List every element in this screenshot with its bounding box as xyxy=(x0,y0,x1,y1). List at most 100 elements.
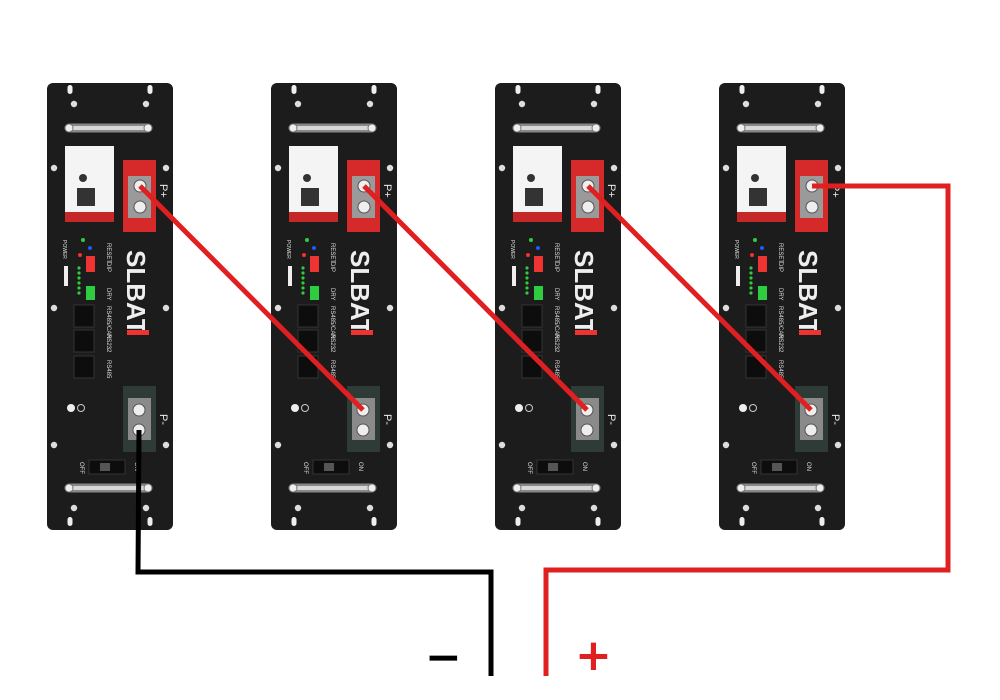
info-label xyxy=(289,146,338,222)
mount-slot xyxy=(67,85,73,94)
handle-screw xyxy=(736,483,746,493)
mount-hole xyxy=(610,164,618,172)
qr-code-icon xyxy=(301,188,319,206)
soc-led xyxy=(749,291,753,295)
mount-hole xyxy=(814,504,822,512)
label-stripe xyxy=(65,212,114,222)
handle-screw xyxy=(288,483,298,493)
brand-accent xyxy=(575,330,597,335)
main-positive-wire xyxy=(543,183,951,676)
status-led xyxy=(88,246,92,250)
soc-led xyxy=(301,281,305,285)
alarm-led xyxy=(526,253,530,257)
brand-logo: SLBAT xyxy=(121,250,151,335)
brand-logo: SLBAT xyxy=(793,250,823,335)
alarm-led xyxy=(302,253,306,257)
rs485-can-label: RS485/CAN xyxy=(553,306,559,339)
handle-screw xyxy=(591,483,601,493)
soc-led xyxy=(77,271,81,275)
ground-icon xyxy=(77,404,85,412)
negative-bolt xyxy=(580,423,594,437)
label-stripe xyxy=(289,212,338,222)
soc-led xyxy=(525,276,529,280)
dip-label: DIP xyxy=(777,262,783,272)
mount-slot xyxy=(515,517,521,526)
mount-slot xyxy=(147,517,153,526)
mount-hole xyxy=(294,504,302,512)
comm-port xyxy=(521,304,543,328)
negative-output-label: − xyxy=(425,632,462,683)
status-led xyxy=(536,246,540,250)
soc-led xyxy=(749,281,753,285)
mount-slot xyxy=(739,517,745,526)
mount-hole xyxy=(162,164,170,172)
positive-bolt xyxy=(581,200,595,214)
negative-terminal-label: P- xyxy=(829,414,841,425)
power-label: POWER xyxy=(61,240,67,259)
power-label: POWER xyxy=(509,240,515,259)
mount-hole xyxy=(162,441,170,449)
negative-bolt xyxy=(804,423,818,437)
mount-hole xyxy=(610,441,618,449)
rs485-can-label: RS485/CAN xyxy=(777,306,783,339)
logo-mark-icon xyxy=(527,174,535,182)
mount-hole xyxy=(386,164,394,172)
mount-slot xyxy=(595,85,601,94)
rs232-label: RS232 xyxy=(329,334,335,353)
mount-hole xyxy=(274,441,282,449)
ground-screw xyxy=(67,404,75,412)
soc-led xyxy=(525,281,529,285)
reset-label: RESET xyxy=(777,243,783,263)
comm-port xyxy=(297,304,319,328)
comm-port xyxy=(745,304,767,328)
label-stripe xyxy=(737,212,786,222)
status-led xyxy=(312,246,316,250)
mount-slot xyxy=(67,517,73,526)
mount-slot xyxy=(291,517,297,526)
negative-terminal-label: P- xyxy=(381,414,393,425)
dip-label: DIP xyxy=(329,262,335,272)
mount-slot xyxy=(515,85,521,94)
mount-hole xyxy=(70,100,78,108)
off-label: OFF xyxy=(78,462,84,474)
switch-toggle xyxy=(324,463,334,471)
mount-hole xyxy=(834,304,842,312)
negative-terminal-label: P- xyxy=(605,414,617,425)
ground-screw xyxy=(739,404,747,412)
ground-icon xyxy=(749,404,757,412)
negative-bolt xyxy=(356,423,370,437)
mount-hole xyxy=(590,100,598,108)
dry-label: DRY xyxy=(553,288,559,301)
mount-hole xyxy=(518,100,526,108)
mount-slot xyxy=(595,517,601,526)
soc-led xyxy=(77,291,81,295)
ground-icon xyxy=(301,404,309,412)
mount-hole xyxy=(366,504,374,512)
on-label: ON xyxy=(805,462,811,471)
handle-screw xyxy=(591,123,601,133)
dry-label: DRY xyxy=(329,288,335,301)
mount-slot xyxy=(371,85,377,94)
dip-switch xyxy=(310,256,319,272)
mount-hole xyxy=(742,504,750,512)
positive-output-label: + xyxy=(575,630,612,681)
info-label xyxy=(513,146,562,222)
qr-code-icon xyxy=(525,188,543,206)
handle-screw xyxy=(512,123,522,133)
series-link-wire-3 xyxy=(586,184,813,412)
reset-label: RESET xyxy=(553,243,559,263)
on-label: ON xyxy=(133,462,139,471)
mount-hole xyxy=(814,100,822,108)
series-link-wire-2 xyxy=(362,184,589,412)
soc-led xyxy=(749,276,753,280)
brand-accent xyxy=(351,330,373,335)
dry-contact-connector xyxy=(758,286,767,300)
soc-led xyxy=(301,271,305,275)
handle-screw xyxy=(143,123,153,133)
series-link-wire-1 xyxy=(138,184,365,412)
mount-hole xyxy=(722,304,730,312)
